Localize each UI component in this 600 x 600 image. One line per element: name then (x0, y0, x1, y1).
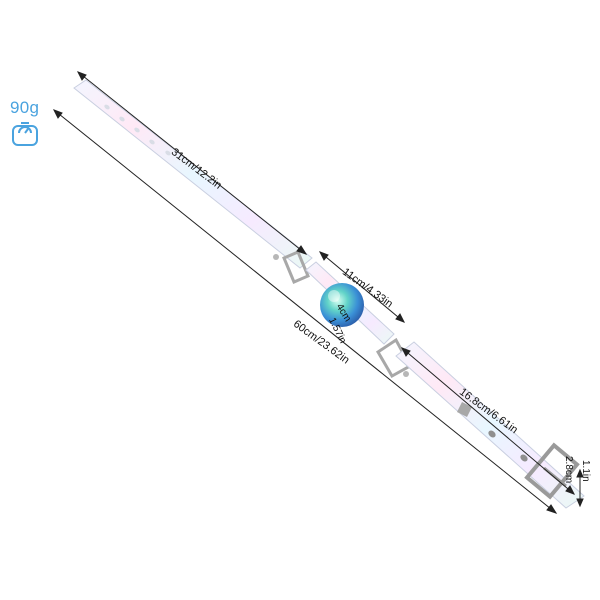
ball-gag (320, 283, 364, 327)
dimension-lines (52, 71, 584, 514)
strap-hole (104, 104, 110, 110)
strap-hole (520, 454, 528, 462)
strap-hole (119, 116, 125, 122)
strap-hole (165, 150, 171, 156)
strap-hole (149, 139, 155, 145)
right-strap (395, 341, 585, 509)
strap-width-in-label: 1.1in (580, 460, 591, 482)
left-strap (73, 79, 313, 284)
stud (457, 402, 472, 417)
rivet (273, 254, 279, 260)
scale-icon (12, 122, 38, 146)
weight-label: 90g (10, 98, 40, 117)
d-ring-left (282, 250, 310, 284)
strap-hole (488, 430, 496, 438)
buckle (524, 442, 580, 500)
rivet (403, 371, 409, 377)
ball-strap (305, 261, 413, 379)
strap-hole (134, 127, 140, 133)
strap-width-cm-label: 2.8cm (563, 456, 574, 484)
